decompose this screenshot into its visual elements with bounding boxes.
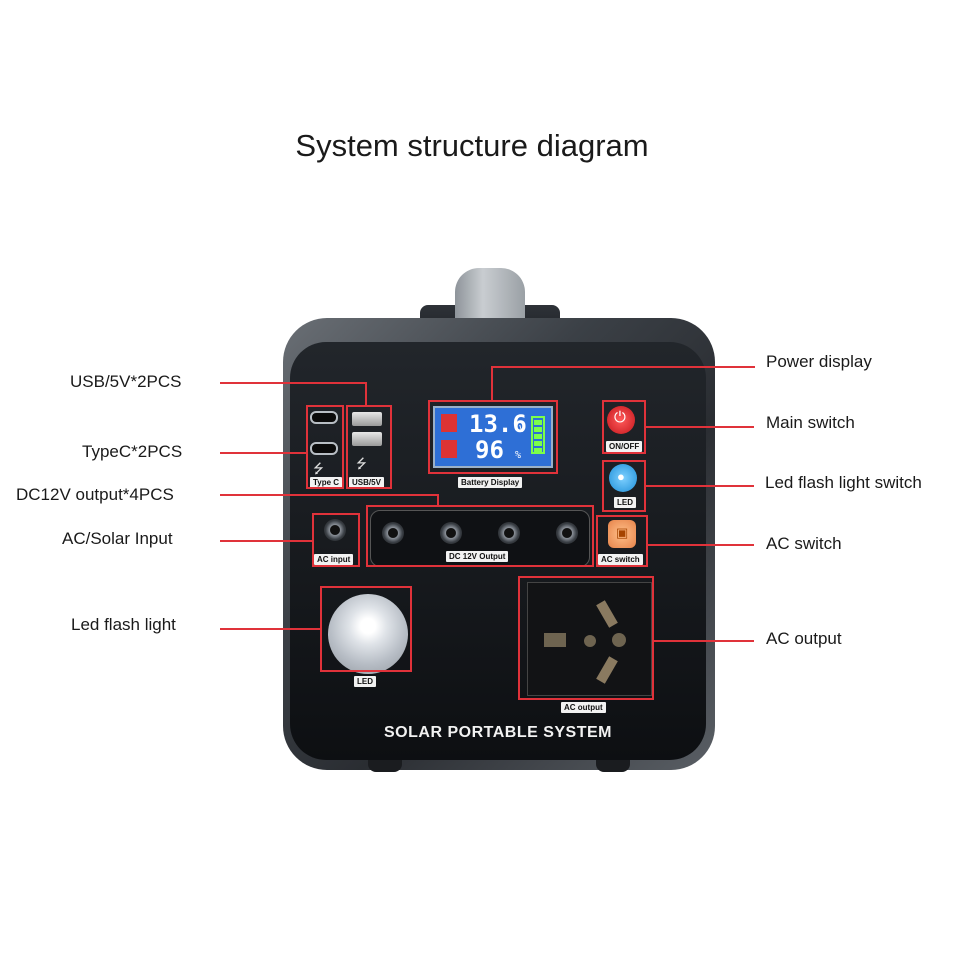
tag-ac-switch: AC switch bbox=[598, 554, 643, 565]
dc-port-1 bbox=[382, 522, 404, 544]
led-switch-button[interactable]: ● bbox=[609, 464, 637, 492]
label-led-light: Led flash light bbox=[71, 615, 176, 634]
lcd-voltage: 13.6 bbox=[469, 410, 527, 438]
usb-symbol-icon: ⭍ bbox=[356, 456, 367, 471]
dc-port-2 bbox=[440, 522, 462, 544]
label-main-switch: Main switch bbox=[766, 413, 855, 432]
tag-ac-output: AC output bbox=[561, 702, 606, 713]
led-flash-lamp bbox=[328, 594, 408, 674]
highlight-ac-switch bbox=[596, 515, 648, 567]
usb-a-port-1 bbox=[352, 412, 382, 426]
leader-typec bbox=[220, 452, 308, 454]
leader-dc12v bbox=[220, 494, 438, 496]
label-ac-input: AC/Solar Input bbox=[62, 529, 173, 548]
tag-type-c: Type C bbox=[310, 477, 343, 488]
label-ac-switch: AC switch bbox=[766, 534, 842, 553]
ac-input-port bbox=[324, 519, 346, 541]
tag-ac-input: AC input bbox=[314, 554, 354, 565]
lcd-input-icon bbox=[441, 414, 457, 432]
leader-display bbox=[491, 366, 755, 368]
brand-text: SOLAR PORTABLE SYSTEM bbox=[384, 724, 612, 741]
lcd-voltage-unit: V bbox=[519, 424, 526, 435]
dc-port-3 bbox=[498, 522, 520, 544]
socket-hole bbox=[584, 635, 596, 647]
leader-led-lamp bbox=[220, 628, 320, 630]
lcd-percent: 96 bbox=[475, 436, 504, 464]
label-power-display: Power display bbox=[766, 352, 872, 371]
device-foot-left bbox=[368, 760, 402, 772]
battery-level-icon bbox=[531, 416, 545, 454]
plug-icon: ▣ bbox=[616, 525, 629, 540]
highlight-typec bbox=[306, 405, 344, 489]
highlight-dc-output bbox=[366, 505, 594, 567]
ac-switch-button[interactable]: ▣ bbox=[608, 520, 636, 548]
label-led-switch: Led flash light switch bbox=[765, 473, 922, 492]
device-foot-right bbox=[596, 760, 630, 772]
battery-lcd-display: 13.6 V 96 % bbox=[433, 406, 553, 468]
highlight-ac-input bbox=[312, 513, 360, 567]
label-usb: USB/5V*2PCS bbox=[70, 372, 182, 391]
tag-on-off: ON/OFF bbox=[606, 441, 643, 452]
leader-usb-v bbox=[365, 382, 367, 405]
diagram-title: System structure diagram bbox=[295, 128, 649, 163]
highlight-usb bbox=[346, 405, 392, 489]
dc-port-4 bbox=[556, 522, 578, 544]
usb-symbol-icon: ⭍ bbox=[313, 461, 324, 476]
power-icon: ⏻ bbox=[614, 409, 626, 426]
tag-dc-output: DC 12V Output bbox=[446, 551, 509, 562]
usb-a-port-2 bbox=[352, 432, 382, 446]
socket-hole bbox=[612, 633, 626, 647]
label-ac-output: AC output bbox=[766, 629, 842, 648]
highlight-led-switch bbox=[602, 460, 646, 512]
leader-ac-output bbox=[654, 640, 754, 642]
leader-ac-switch bbox=[648, 544, 754, 546]
ac-socket bbox=[527, 582, 652, 696]
lcd-percent-unit: % bbox=[515, 450, 522, 461]
label-typec: TypeC*2PCS bbox=[82, 442, 183, 461]
highlight-display bbox=[428, 400, 558, 474]
power-button[interactable]: ⏻ bbox=[607, 406, 635, 434]
highlight-led-lamp bbox=[320, 586, 412, 672]
tag-led-button: LED bbox=[614, 497, 636, 508]
leader-main-switch bbox=[646, 426, 754, 428]
socket-pin-left bbox=[544, 633, 566, 647]
usb-c-port-1 bbox=[310, 411, 338, 424]
label-dc12v: DC12V output*4PCS bbox=[16, 485, 174, 504]
tag-battery-display: Battery Display bbox=[458, 477, 523, 488]
leader-display-v bbox=[491, 366, 493, 400]
leader-dc12v-v bbox=[437, 494, 439, 506]
tag-usb-5v: USB/5V bbox=[349, 477, 384, 488]
tag-led-lamp: LED bbox=[354, 676, 376, 687]
leader-usb bbox=[220, 382, 366, 384]
highlight-main-switch bbox=[602, 400, 646, 454]
usb-c-port-2 bbox=[310, 442, 338, 455]
leader-led-switch bbox=[646, 485, 754, 487]
lcd-output-icon bbox=[441, 440, 457, 458]
bulb-icon: ● bbox=[617, 469, 625, 484]
leader-ac-input bbox=[220, 540, 312, 542]
highlight-ac-output bbox=[518, 576, 654, 700]
